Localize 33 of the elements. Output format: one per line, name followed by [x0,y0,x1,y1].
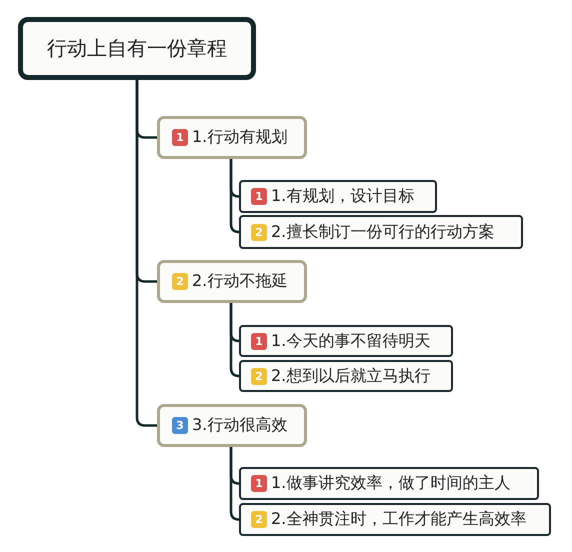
number-badge: 2 [251,224,267,240]
topic-label: 行动上自有一份章程 [47,35,227,62]
topic-label: 2.擅长制订一份可行的行动方案 [271,222,494,242]
number-badge: 1 [251,188,267,205]
topic-box [239,325,453,357]
topic-label: 1.做事讲究效率，做了时间的主人 [271,473,510,494]
topic-box [157,404,307,447]
connector-line [136,80,157,427]
topic-label: 2.全神贯注时，工作才能产生高效率 [271,509,526,530]
number-badge: 2 [251,368,267,384]
topic-label: 1.今天的事不留待明天 [271,330,430,352]
root-topic-box [18,17,256,80]
topic-box [239,467,539,500]
topic-label: 3.行动很高效 [192,415,288,436]
number-badge: 3 [172,417,188,434]
connector-line [230,303,240,378]
topic-box [239,360,453,392]
connector-line [230,159,240,234]
topic-box [239,180,437,213]
number-badge: 1 [172,129,188,146]
number-badge: 2 [172,273,188,290]
topic-label: 1.行动有规划 [192,127,288,148]
topic-box [157,116,307,159]
topic-box [239,503,551,536]
number-badge: 2 [251,511,267,528]
number-badge: 1 [251,475,267,492]
topic-box [157,260,307,303]
connector-line [230,447,240,521]
topic-label: 1.有规划，设计目标 [271,186,414,207]
topic-box [239,215,523,249]
number-badge: 1 [251,332,267,350]
topic-label: 2.想到以后就立马执行 [271,366,430,386]
topic-label: 2.行动不拖延 [192,271,288,292]
